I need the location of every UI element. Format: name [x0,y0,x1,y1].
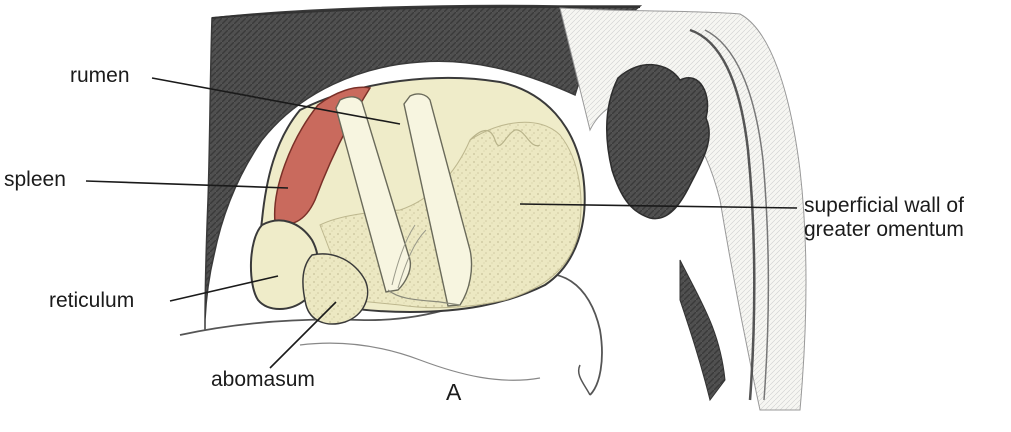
label-superficial-wall: superficial wall of greater omentum [804,194,964,242]
label-superficial-wall-line1: superficial wall of [804,194,964,218]
panel-letter: A [446,380,461,404]
pelvic-region [560,8,806,410]
dark-patch [607,65,709,219]
label-superficial-wall-line2: greater omentum [804,218,964,242]
label-abomasum: abomasum [211,368,315,392]
label-rumen: rumen [70,64,130,88]
leader-abomasum [270,302,336,368]
leader-spleen [86,181,288,188]
label-reticulum: reticulum [49,289,134,313]
label-spleen: spleen [4,168,66,192]
